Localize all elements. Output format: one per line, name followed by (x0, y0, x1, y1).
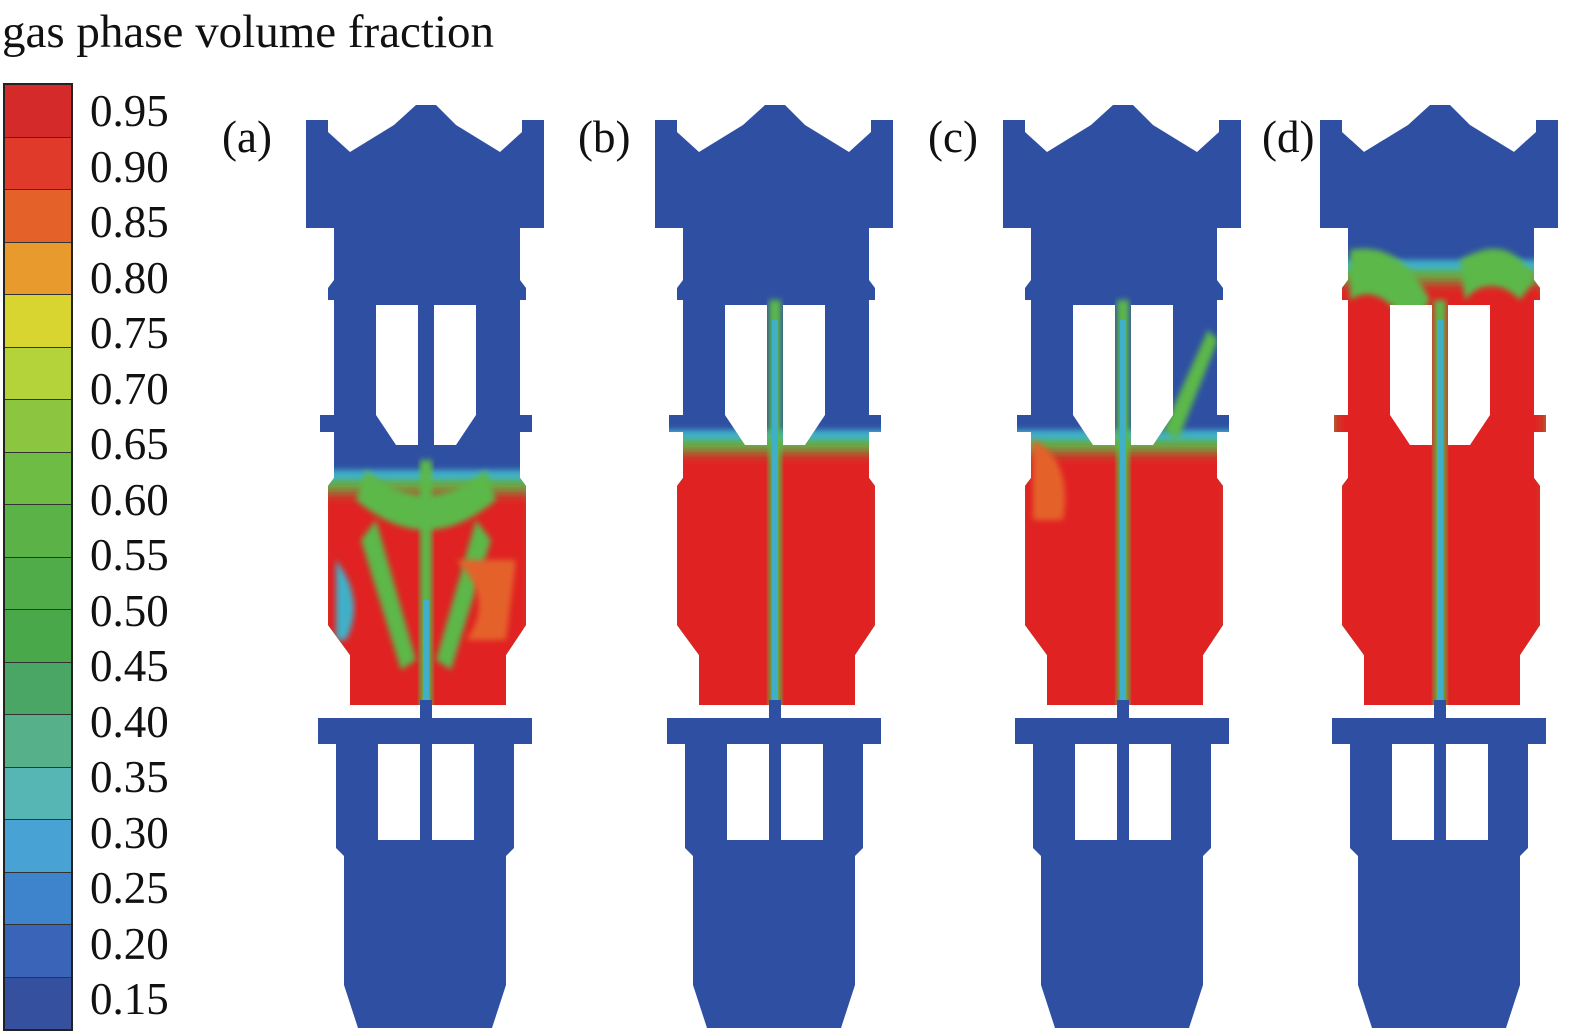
vessel-window (434, 305, 476, 445)
colorbar-swatch (5, 400, 71, 453)
legend-title: gas phase volume fraction (2, 6, 495, 58)
colorbar-swatch (5, 557, 71, 610)
colorbar-swatch (5, 295, 71, 348)
colorbar-tick-label: 0.65 (90, 419, 169, 469)
colorbar (3, 83, 73, 1031)
vessel-slot (432, 744, 474, 840)
vessel-window (1390, 305, 1432, 445)
colorbar-swatch (5, 242, 71, 295)
vessel-shaft (1434, 700, 1446, 840)
vessel-slot (781, 744, 823, 840)
colorbar-swatch (5, 767, 71, 820)
vessel-panel (1003, 105, 1241, 1028)
vessel-slot (378, 744, 420, 840)
colorbar-tick-label: 0.90 (90, 141, 169, 192)
vessel-slot (1392, 744, 1434, 840)
colorbar-tick-label: 0.40 (90, 696, 169, 747)
vessel-shaft (769, 700, 781, 840)
panel-label-b: (b) (578, 112, 631, 162)
panel-label-a: (a) (222, 112, 272, 162)
colorbar-swatch (5, 715, 71, 768)
vessel-window (783, 305, 825, 445)
colorbar-swatch (5, 662, 71, 715)
panel-label-c: (c) (928, 112, 978, 162)
colorbar-swatch (5, 872, 71, 925)
colorbar-swatch (5, 977, 71, 1029)
colorbar-tick-label: 0.85 (90, 197, 169, 247)
vessel-slot (1129, 744, 1171, 840)
vessel-slot (727, 744, 769, 840)
colorbar-swatch (5, 85, 71, 138)
colorbar-swatch (5, 452, 71, 505)
vessel-window (1131, 305, 1173, 445)
vessel-window (1073, 305, 1115, 445)
colorbar-tick-label: 0.35 (90, 752, 169, 802)
vessel-slot (1075, 744, 1117, 840)
vessel-panel (306, 105, 544, 1028)
colorbar-swatch (5, 505, 71, 558)
colorbar-tick-label: 0.60 (90, 474, 169, 525)
colorbar-swatch (5, 925, 71, 978)
colorbar-tick-label: 0.30 (90, 807, 169, 858)
colorbar-swatch (5, 820, 71, 873)
colorbar-tick-label: 0.25 (90, 863, 169, 913)
vessel-window (1448, 305, 1490, 445)
colorbar-tick-label: 0.20 (90, 918, 169, 969)
colorbar-tick-label: 0.55 (90, 530, 169, 580)
vessel-panel (1320, 105, 1558, 1028)
colorbar-swatch (5, 347, 71, 400)
colorbar-swatch (5, 137, 71, 190)
colorbar-tick-label: 0.70 (90, 363, 169, 414)
colorbar-tick-label: 0.15 (90, 974, 169, 1024)
colorbar-tick-label: 0.45 (90, 641, 169, 691)
vessel-shaft (1117, 700, 1129, 840)
vessel-lower (667, 718, 881, 1028)
vessel-panel (655, 105, 893, 1028)
colorbar-swatch (5, 610, 71, 663)
colorbar-swatch (5, 190, 71, 243)
vessel-slot (1446, 744, 1488, 840)
vessel-window (376, 305, 418, 445)
colorbar-tick-label: 0.75 (90, 308, 169, 358)
colorbar-tick-label: 0.50 (90, 585, 169, 636)
colorbar-tick-label: 0.80 (90, 252, 169, 303)
vessel-window (725, 305, 767, 445)
vessel-shaft (420, 700, 432, 840)
vessel-lower (1015, 718, 1229, 1028)
vessel-lower (318, 718, 532, 1028)
colorbar-tick-label: 0.95 (90, 86, 169, 136)
panel-label-d: (d) (1262, 112, 1315, 162)
vessel-lower (1332, 718, 1546, 1028)
